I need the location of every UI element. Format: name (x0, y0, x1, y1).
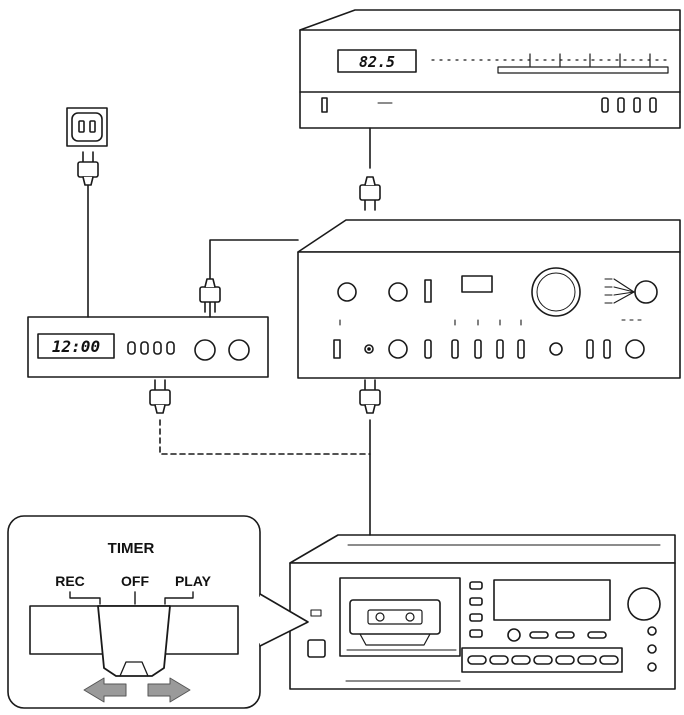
tuner-button[interactable] (617, 97, 625, 113)
amp-knob[interactable] (337, 282, 357, 302)
amp-knob[interactable] (625, 339, 645, 359)
timer-position-rec: REC (55, 573, 85, 589)
power-plug-icon (77, 151, 99, 186)
tuner-frequency-display (337, 49, 417, 73)
amp-power-switch[interactable] (333, 339, 341, 359)
deck-transport-button[interactable] (489, 655, 509, 665)
amp-knob[interactable] (388, 282, 408, 302)
amp-volume-knob[interactable] (531, 267, 581, 317)
timer-mode-slider[interactable] (97, 605, 171, 677)
power-plug-icon (359, 176, 381, 211)
arrow-left-icon (83, 677, 127, 703)
tuner-frequency-text: 82.5 (359, 53, 395, 71)
deck-transport-button[interactable] (577, 655, 597, 665)
tuner-power-switch[interactable] (321, 97, 328, 113)
timer-position-off: OFF (121, 573, 149, 589)
timer-button[interactable] (127, 341, 136, 355)
cassette-deck-unit (289, 534, 676, 690)
power-plug-icon (359, 379, 381, 414)
timer-knob[interactable] (194, 339, 216, 361)
timer-switch-inset: TIMER REC OFF PLAY (7, 515, 309, 709)
deck-transport-button[interactable] (467, 655, 487, 665)
tuner-button[interactable] (633, 97, 641, 113)
deck-level-meter (493, 579, 611, 621)
timer-position-play: PLAY (175, 573, 212, 589)
timer-knob[interactable] (228, 339, 250, 361)
deck-control-button[interactable] (587, 631, 607, 639)
deck-control-button[interactable] (555, 631, 575, 639)
amplifier-unit (297, 219, 681, 379)
power-plug-icon (199, 278, 221, 313)
timer-button[interactable] (153, 341, 162, 355)
deck-jack (647, 626, 657, 636)
timer-unit: 12:00 (27, 316, 269, 378)
deck-power-switch[interactable] (307, 639, 326, 658)
cassette-tape (349, 599, 441, 635)
deck-jack (647, 662, 657, 672)
deck-transport-button[interactable] (511, 655, 531, 665)
deck-transport-button[interactable] (599, 655, 619, 665)
deck-transport-button[interactable] (555, 655, 575, 665)
amp-knob[interactable] (549, 342, 563, 356)
deck-jack (647, 644, 657, 654)
amp-selector-knob[interactable] (634, 280, 658, 304)
tuner-dial-scale (431, 53, 669, 74)
timer-to-deck-dashed-cable (159, 419, 371, 455)
amp-display-window (461, 275, 493, 293)
deck-record-level-knob[interactable] (627, 587, 661, 621)
timer-button[interactable] (166, 341, 175, 355)
timer-clock-display (37, 333, 115, 359)
deck-transport-button[interactable] (533, 655, 553, 665)
amp-knob[interactable] (388, 339, 408, 359)
tuner-unit: 82.5 (299, 9, 681, 129)
deck-knob[interactable] (507, 628, 521, 642)
timer-clock-text: 12:00 (52, 337, 100, 356)
tuner-button[interactable] (649, 97, 657, 113)
timer-inset-title: TIMER (108, 540, 155, 557)
tuner-buttons (601, 97, 657, 113)
deck-control-button[interactable] (529, 631, 549, 639)
power-plug-icon (149, 379, 171, 414)
tuner-button[interactable] (601, 97, 609, 113)
connection-cables (87, 127, 371, 536)
amp-selector (604, 278, 635, 304)
timer-to-amp-cable (209, 239, 299, 318)
wall-outlet-icon (66, 107, 108, 147)
timer-button[interactable] (140, 341, 149, 355)
arrow-right-icon (147, 677, 191, 703)
